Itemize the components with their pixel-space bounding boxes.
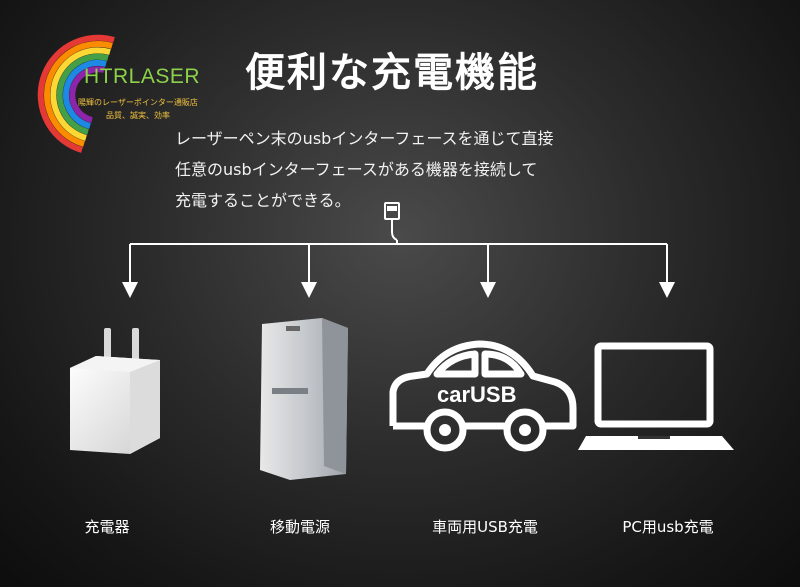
brand-logo <box>24 30 194 160</box>
description-line: レーザーペン末のusbインターフェースを通じて直接 <box>175 129 554 148</box>
car-usb-badge: carUSB <box>437 382 517 407</box>
description: レーザーペン末のusbインターフェースを通じて直接 任意のusbインターフェース… <box>175 123 554 216</box>
brand-slogan: 品質、誠実、効率 <box>106 111 170 120</box>
device-label-car-usb: 車両用USB充電 <box>432 518 538 536</box>
wall-charger-icon <box>70 328 160 454</box>
laptop-icon <box>578 342 734 450</box>
page-title: 便利な充電機能 <box>245 50 539 96</box>
description-line: 任意のusbインターフェースがある機器を接続して <box>175 160 538 179</box>
rainbow-logo-icon <box>37 34 115 153</box>
description-line: 充電することができる。 <box>175 191 351 210</box>
car-icon <box>389 340 577 452</box>
brand-tagline: 陽輝のレーザーポインター通販店 <box>78 98 198 107</box>
brand-name: HTRLASER <box>84 65 201 88</box>
device-label-power-bank: 移動電源 <box>269 518 330 536</box>
device-label-charger: 充電器 <box>84 518 130 536</box>
usb-plug-icon <box>384 202 400 241</box>
device-label-pc-usb: PC用usb充電 <box>622 518 714 536</box>
power-bank-icon <box>260 318 348 480</box>
